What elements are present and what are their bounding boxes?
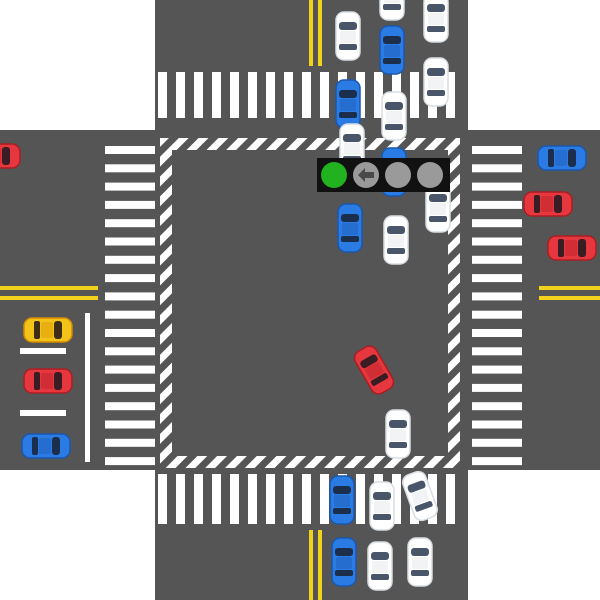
traffic-signal[interactable] (317, 158, 450, 192)
blue-car[interactable] (537, 145, 587, 171)
blue-car[interactable] (329, 475, 355, 525)
red-car[interactable] (523, 191, 573, 217)
white-car[interactable] (335, 11, 361, 61)
blue-car[interactable] (21, 433, 71, 459)
west-lane-dash (20, 348, 66, 354)
north-center-line (309, 0, 322, 66)
red-car[interactable] (0, 143, 21, 169)
blue-car[interactable] (331, 537, 357, 587)
white-car[interactable] (407, 537, 433, 587)
white-car[interactable] (401, 469, 440, 522)
west-center-line (0, 286, 98, 300)
east-center-line (539, 286, 600, 300)
north-crosswalk (158, 72, 455, 118)
south-center-line (309, 530, 322, 600)
red-car[interactable] (352, 343, 397, 397)
white-car[interactable] (369, 481, 395, 531)
white-car[interactable] (367, 541, 393, 591)
blue-car[interactable] (379, 25, 405, 75)
white-car[interactable] (423, 0, 449, 43)
white-car[interactable] (423, 57, 449, 107)
light-off-icon (385, 162, 411, 188)
red-car[interactable] (23, 368, 73, 394)
intersection-box (160, 138, 460, 468)
red-car[interactable] (547, 235, 597, 261)
white-car[interactable] (381, 91, 407, 141)
east-crosswalk (472, 146, 522, 466)
left-arrow-icon (353, 162, 379, 188)
white-car[interactable] (425, 183, 451, 233)
white-car[interactable] (379, 0, 405, 21)
west-crosswalk (105, 146, 155, 466)
yellow-car[interactable] (23, 317, 73, 343)
white-car[interactable] (385, 409, 411, 459)
blue-car[interactable] (337, 203, 363, 253)
light-off-icon (417, 162, 443, 188)
blue-car[interactable] (335, 79, 361, 129)
signal-lamps (321, 162, 443, 188)
west-stop-line (85, 313, 90, 462)
white-car[interactable] (383, 215, 409, 265)
west-lane-dash (20, 410, 66, 416)
green-light-icon (321, 162, 347, 188)
